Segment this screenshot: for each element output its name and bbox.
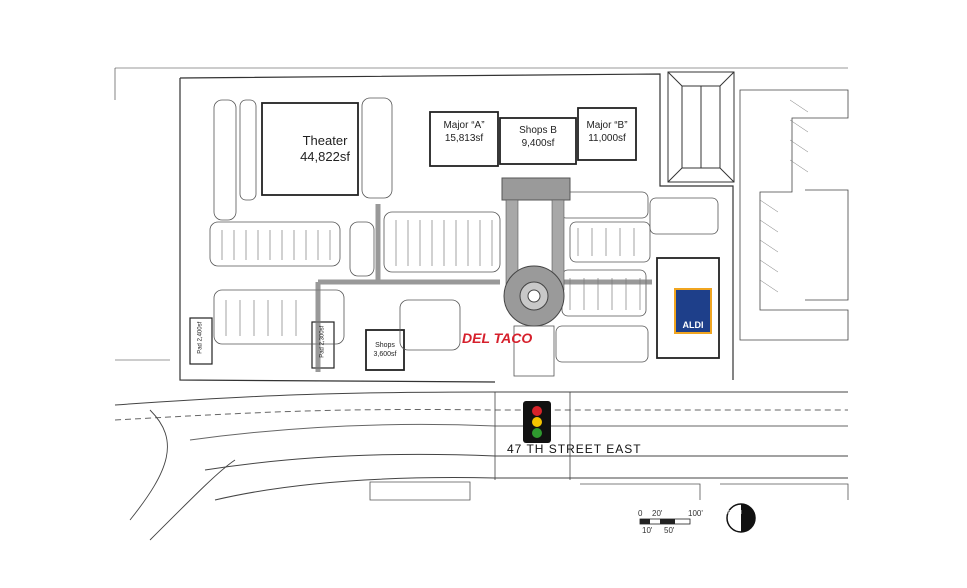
major-b-building [577,107,637,161]
major-a-label: Major “A” 15,813sf [430,120,498,145]
pad-1-size: 2,400sf [197,321,204,342]
scale-label-20: 20' [652,509,663,518]
major-b-label: Major “B” 11,000sf [578,120,636,145]
central-plaza [501,177,571,377]
pad-1-label: Pad 2,400sf [197,315,205,361]
pad-2-name: Pad [319,347,326,358]
theater-size: 44,822sf [300,149,350,165]
scale-bar [639,518,691,525]
theater-label: Theater 44,822sf [282,133,368,166]
shops-small-name: Shops [375,342,395,349]
theater-building [261,102,359,196]
north-arrow-icon [726,503,756,533]
scale-label-10: 10' [642,526,653,535]
scale-label-100: 100' [688,509,703,518]
shops-small-building [365,329,405,371]
shops-b-label: Shops B 9,400sf [500,125,576,150]
pad-1-name: Pad [197,343,204,354]
pad-2-label: Pad 2,300sf [319,319,327,365]
adjacent-building-hatch [759,99,809,293]
scale-label-50: 50' [664,526,675,535]
aldi-logo-text: ALDI [682,320,704,330]
aldi-logo: ALDI [674,288,712,334]
major-a-size: 15,813sf [444,132,484,144]
main-road [114,391,848,541]
traffic-signal-icon [523,401,551,443]
theater-name: Theater [302,133,348,148]
shops-small-label: Shops 3,600sf [366,342,404,360]
walkways [315,204,652,372]
major-b-name: Major “B” [586,120,628,131]
pad-1-building [189,317,213,365]
site-boundary [114,67,848,383]
parking-stalls [221,220,641,336]
shops-b-name: Shops B [519,125,557,136]
north-label: NORTH [724,510,742,516]
shops-small-size: 3,600sf [373,350,397,358]
adjacent-building-east [739,89,849,341]
parking-rows [209,97,719,363]
south-parcels [369,481,849,501]
del-taco-logo: DEL TACO [462,330,533,346]
existing-building-roof [667,71,735,183]
shops-b-building [499,117,577,165]
pad-2-size: 2,300sf [319,325,326,346]
scale-label-0: 0 [638,509,643,518]
major-a-name: Major “A” [443,120,485,131]
major-b-size: 11,000sf [588,132,626,144]
major-a-building [429,111,499,167]
street-label: 47 TH STREET EAST [507,442,642,456]
shops-b-size: 9,400sf [521,137,555,149]
